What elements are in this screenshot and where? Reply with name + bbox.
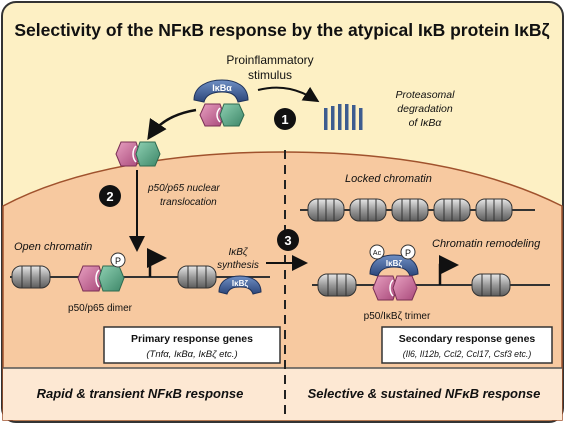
step-1-badge [274,108,296,130]
step-2-badge [99,185,121,207]
right-nucleosome-2 [471,273,511,297]
degraded-ikba-stripes [324,104,363,130]
primary-genes: (Tnfα, IκBα, IκBζ etc.) [146,349,237,360]
open-chromatin-label: Open chromatin [14,241,92,253]
release-arrow [147,108,197,141]
left-nucleosome-2 [177,265,217,289]
secondary-genes: (Il6, Il12b, Ccl2, Ccl17, Csf3 etc.) [403,349,532,359]
degradation-label-1: Proteasomal [396,89,456,101]
ikba-complex: IκBα [193,79,249,127]
degradation-label-3: of IκBα [409,117,443,129]
translocation-label-2: translocation [160,197,217,208]
locked-nucleosome-3 [391,198,429,222]
primary-title: Primary response genes [131,333,253,345]
locked-nucleosome-4 [433,198,471,222]
right-tss-arrow [438,255,459,285]
right-nucleosome-1 [317,273,357,297]
step-2-number: 2 [106,189,113,204]
primary-response-box [103,326,281,364]
phospho-badge-right [400,244,416,260]
selective-response-caption: Selective & sustained NFκB response [308,386,541,401]
bound-dimer [77,265,125,292]
synthesis-label-2: synthesis [217,260,259,271]
phospho-right-label: P [405,248,411,258]
free-ikbz: IκBζ [218,275,262,295]
diagram-title: Selectivity of the NFκB response by the … [14,20,549,41]
acetyl-badge [369,244,385,260]
left-nucleosome-1 [11,265,51,289]
left-tss-arrow [147,248,167,277]
stimulus-label-2: stimulus [248,68,292,82]
degradation-arrow [257,86,320,103]
locked-nucleosome-2 [349,198,387,222]
secondary-response-box [381,326,553,364]
synthesis-label-1: IκBζ [228,247,248,258]
bottom-band [3,368,562,420]
locked-nucleosome-5 [475,198,513,222]
free-ikbz-label: IκBζ [232,279,248,288]
free-dimer [115,141,161,167]
ikba-label: IκBα [212,83,232,93]
degradation-label-2: degradation [397,103,453,115]
ikbz-label: IκBζ [386,259,402,268]
trimer-label: p50/IκBζ trimer [364,311,431,322]
phospho-badge-left [110,252,126,268]
locked-chromatin-label: Locked chromatin [345,173,432,185]
stimulus-label-1: Proinflammatory [226,53,313,67]
locked-nucleosome-1 [307,198,345,222]
phospho-left-label: P [115,256,121,266]
dimer-label: p50/p65 dimer [68,303,133,314]
secondary-title: Secondary response genes [399,333,536,345]
bound-trimer: IκBζ [369,254,419,301]
rapid-response-caption: Rapid & transient NFκB response [37,386,244,401]
step-1-number: 1 [281,112,288,127]
step-3-badge [277,229,299,251]
step-3-number: 3 [284,233,291,248]
acetyl-label: Ac [373,250,382,257]
translocation-label-1: p50/p65 nuclear [147,183,220,194]
chromatin-remodeling-label: Chromatin remodeling [432,238,541,250]
